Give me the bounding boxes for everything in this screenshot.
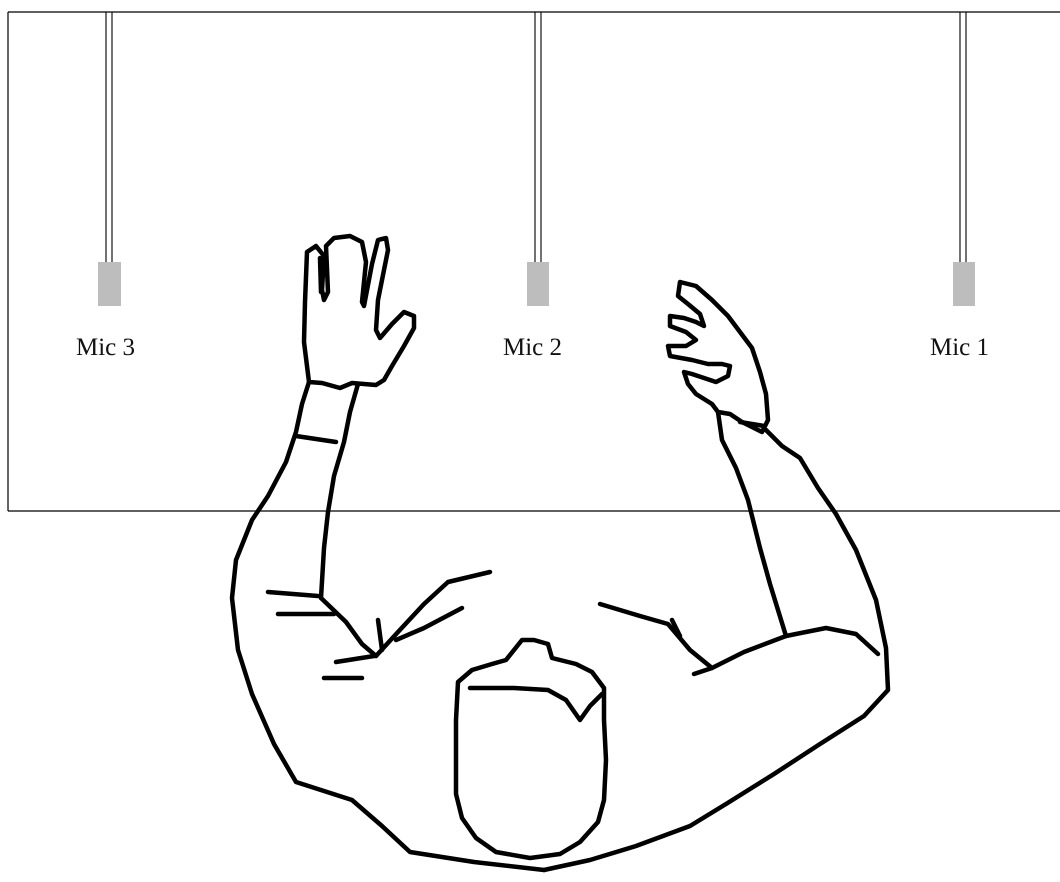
microphone-3	[98, 12, 121, 306]
mic-3-stand	[106, 12, 112, 262]
mic-2-head	[527, 262, 549, 306]
person-figure	[232, 236, 888, 870]
microphone-2	[527, 12, 549, 306]
mic-1-stand	[960, 12, 966, 262]
mic-3-label: Mic 3	[76, 335, 135, 360]
mic-2-stand	[535, 12, 541, 262]
mic-3-head	[98, 262, 121, 306]
right-hand-outline	[668, 282, 768, 432]
mic-1-label: Mic 1	[930, 335, 989, 360]
mic-1-head	[953, 262, 975, 306]
table-outline	[8, 12, 1060, 511]
mic-2-label: Mic 2	[503, 335, 562, 360]
microphone-1	[953, 12, 975, 306]
head-outline	[456, 640, 606, 858]
right-arm-outline	[718, 412, 786, 636]
left-arm-outline	[321, 384, 358, 598]
